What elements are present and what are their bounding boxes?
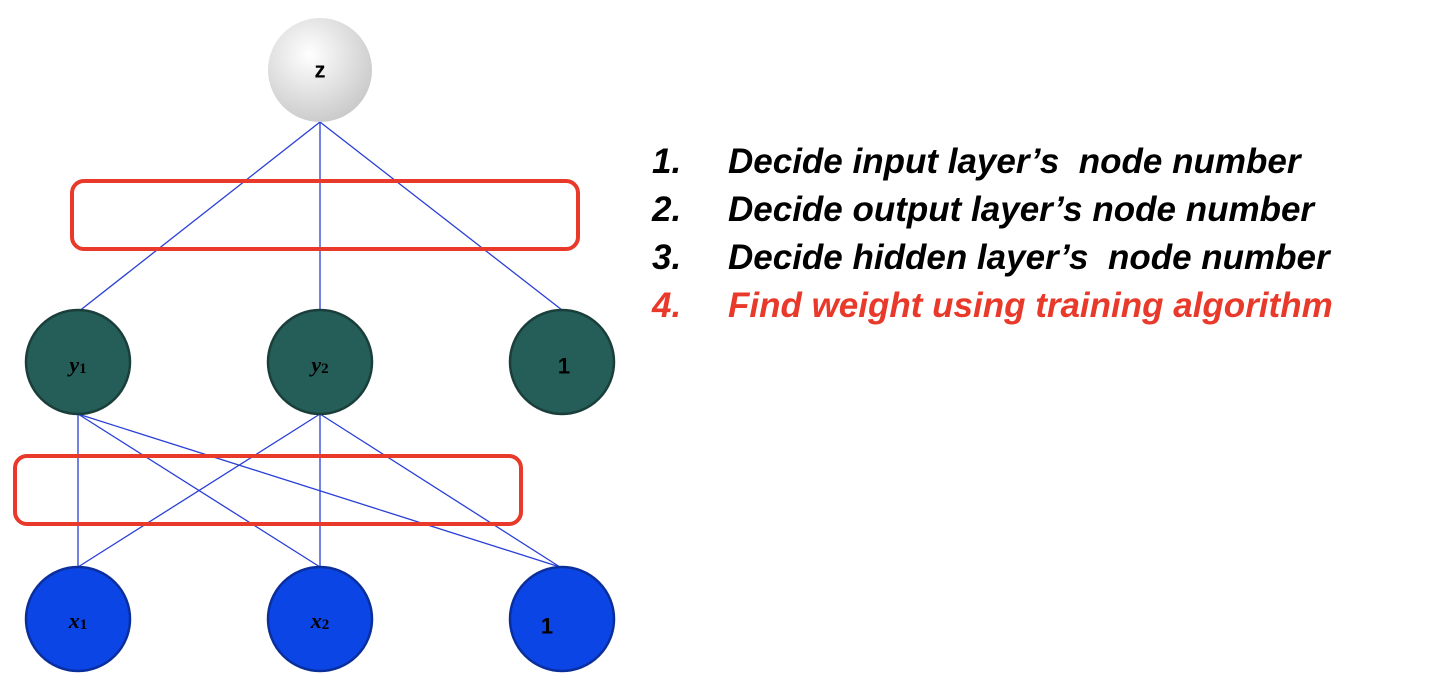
neural-network-diagram: z y1 y2 1 x1 x2 1 [13, 18, 616, 673]
hidden-node-y2-sub: 2 [321, 361, 329, 377]
edge-y1-bias [77, 413, 561, 568]
input-node-x2-sub: 2 [322, 617, 330, 633]
hidden-node-y2-label: y2 [308, 352, 328, 378]
hidden-node-y1-sub: 1 [79, 361, 87, 377]
step-3-text: Decide hidden layer’s node number [728, 238, 1330, 277]
input-node-bias-circle [508, 565, 616, 673]
output-weights-box [70, 179, 580, 251]
edge-y2-x1 [77, 413, 321, 568]
step-1-number: 1. [652, 142, 682, 181]
step-3: 3. Decide hidden layer’s node number [652, 234, 1333, 282]
edge-z-y1 [77, 121, 321, 313]
output-edges [77, 121, 563, 313]
edge-y2-bias [319, 413, 561, 568]
input-node-x2-circle [266, 565, 374, 673]
step-2-number: 2. [652, 190, 682, 229]
edge-z-bias [319, 121, 563, 311]
procedure-steps: 1. Decide input layer’s node number 2. D… [652, 138, 1333, 330]
input-node-x2-label: x2 [310, 608, 330, 634]
hidden-node-y2: y2 [266, 308, 374, 416]
input-node-x1: x1 [24, 565, 132, 673]
input-node-x1-circle [24, 565, 132, 673]
hidden-node-bias-circle [508, 308, 616, 416]
hidden-node-y1: y1 [24, 308, 132, 416]
output-node-label: z [315, 58, 326, 83]
step-1: 1. Decide input layer’s node number [652, 138, 1333, 186]
input-node-x2-base: x [310, 608, 322, 633]
input-node-x1-sub: 1 [80, 617, 88, 633]
hidden-node-y1-base: y [66, 352, 79, 377]
output-node-z: z [268, 18, 372, 122]
hidden-node-y1-circle [24, 308, 132, 416]
input-node-x1-label: x1 [68, 608, 88, 634]
hidden-node-y2-circle [266, 308, 374, 416]
step-2-text: Decide output layer’s node number [728, 190, 1315, 229]
hidden-node-y2-base: y [308, 352, 321, 377]
input-node-x2: x2 [266, 565, 374, 673]
input-node-x1-base: x [68, 608, 80, 633]
hidden-node-y1-label: y1 [66, 352, 86, 378]
step-4-text: Find weight using training algorithm [728, 286, 1333, 325]
hidden-edges [77, 413, 561, 568]
input-node-bias: 1 [508, 565, 616, 673]
step-3-number: 3. [652, 238, 682, 277]
step-2: 2. Decide output layer’s node number [652, 186, 1333, 234]
hidden-node-bias: 1 [508, 308, 616, 416]
step-1-text: Decide input layer’s node number [728, 142, 1301, 181]
hidden-weights-box [13, 454, 523, 526]
output-node-circle [268, 18, 372, 122]
step-4-number: 4. [652, 286, 682, 325]
step-4: 4. Find weight using training algorithm [652, 282, 1333, 330]
input-node-bias-label: 1 [541, 614, 553, 639]
hidden-node-bias-label: 1 [558, 354, 570, 379]
